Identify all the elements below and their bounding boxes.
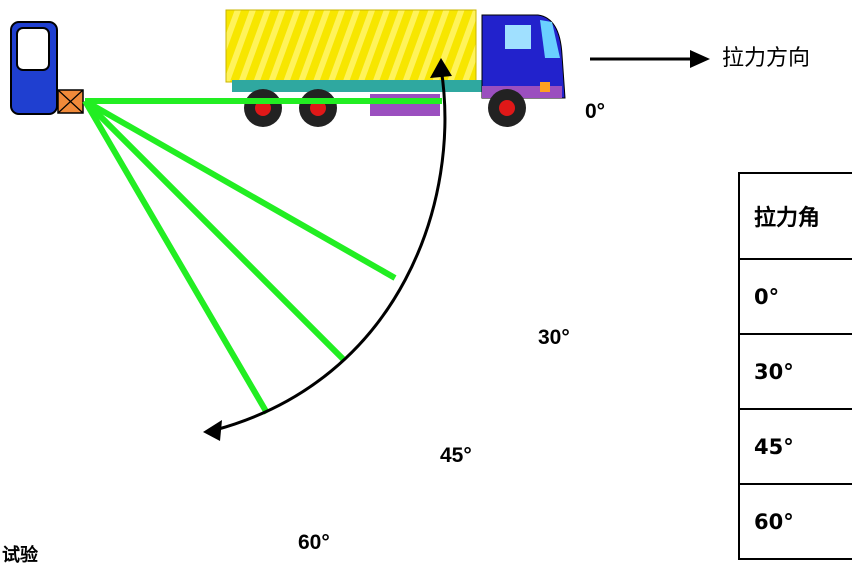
- angle-label-30: 30°: [538, 326, 570, 349]
- table-row: 45°: [738, 408, 852, 485]
- table-row: 0°: [738, 258, 852, 335]
- pull-line-60: [82, 99, 270, 415]
- winch-machine: [10, 21, 84, 115]
- angle-arc-arrow: [203, 58, 452, 441]
- truck-wheel-2: [299, 89, 337, 127]
- table-row: 60°: [738, 483, 852, 560]
- angle-label-60: 60°: [298, 531, 330, 554]
- pull-direction-label: 拉力方向: [722, 46, 811, 71]
- direction-arrow: [590, 50, 710, 68]
- pull-angle-table: 拉力角 0° 30° 45° 60°: [738, 172, 852, 560]
- truck-wheel-1: [244, 89, 282, 127]
- truck-wheel-3: [488, 89, 526, 127]
- pull-line-30: [83, 98, 397, 281]
- table-row: 30°: [738, 333, 852, 410]
- angle-label-45: 45°: [440, 444, 472, 467]
- table-header: 拉力角: [738, 172, 852, 260]
- angle-label-0: 0°: [585, 100, 606, 123]
- pull-line-45: [82, 98, 346, 362]
- caption: 试验: [2, 545, 38, 565]
- truck: [225, 9, 566, 127]
- pull-angle-diagram: [10, 9, 710, 441]
- pull-lines: [82, 98, 442, 415]
